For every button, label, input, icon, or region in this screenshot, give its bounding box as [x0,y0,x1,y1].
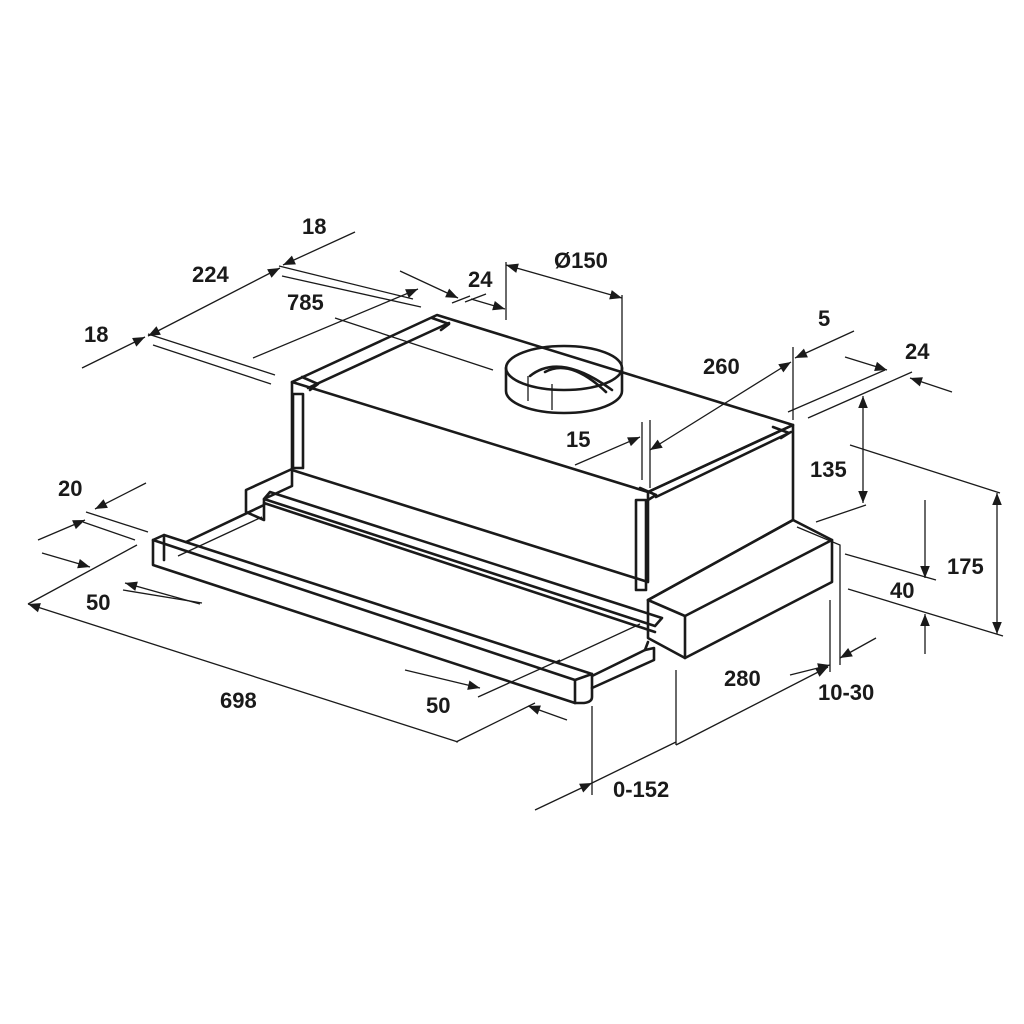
dim-label-260: 260 [703,354,740,379]
dim-label-5: 5 [818,306,830,331]
dim-label-duct-diameter: Ø150 [554,248,608,273]
dim-label-20: 20 [58,476,82,501]
dim-label-175: 175 [947,554,984,579]
dim-label-24-top: 24 [468,267,493,292]
dim-label-24-right: 24 [905,339,930,364]
dim-label-15: 15 [566,427,590,452]
dim-label-698: 698 [220,688,257,713]
slide-out-drawer [151,490,664,705]
dim-label-top-18-left: 18 [84,322,108,347]
dim-label-10-30: 10-30 [818,680,874,705]
duct-collar [504,344,624,415]
hood-lower-chassis [244,467,834,660]
dim-label-135: 135 [810,457,847,482]
extension-lines [82,262,1004,795]
dim-label-224: 224 [192,262,229,287]
dimension-lines [27,231,1002,811]
dim-label-785: 785 [287,290,324,315]
dimension-labels: 18 224 18 785 24 Ø150 5 260 24 15 135 17… [58,214,984,802]
hood-upper-body [290,313,795,602]
dim-label-0-152: 0-152 [613,777,669,802]
dim-label-50-front: 50 [426,693,450,718]
dim-label-280: 280 [724,666,761,691]
dim-label-40: 40 [890,578,914,603]
dim-label-top-18-right: 18 [302,214,326,239]
dim-label-50-left: 50 [86,590,110,615]
